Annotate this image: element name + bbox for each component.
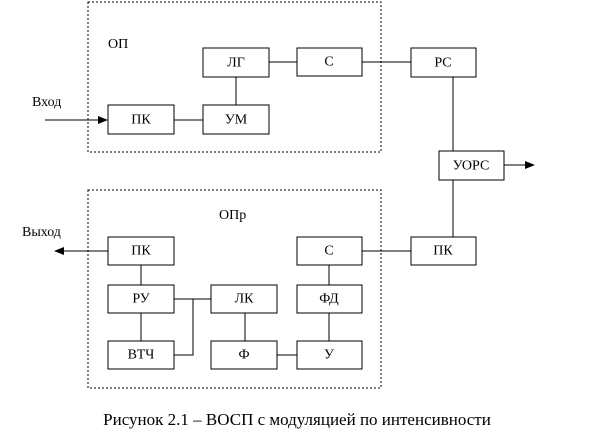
receiver-group-frame [87, 189, 382, 389]
block-tx-lg: ЛГ [202, 47, 270, 78]
connections [45, 61, 535, 356]
block-rx-s: С [296, 236, 363, 266]
svg-text:Ф: Ф [238, 348, 249, 363]
svg-text:ВТЧ: ВТЧ [128, 348, 155, 363]
svg-text:ПК: ПК [131, 244, 151, 259]
block-rx-fd: ФД [296, 284, 363, 314]
block-rs: РС [410, 47, 477, 78]
block-rx-f: Ф [210, 340, 278, 370]
svg-text:ПК: ПК [131, 113, 151, 128]
block-rx-lk: ЛК [210, 284, 278, 314]
svg-text:ЛГ: ЛГ [227, 56, 245, 71]
svg-text:УОРС: УОРС [453, 159, 490, 174]
transmitter-group-frame [87, 1, 382, 153]
receiver-group-label: ОПр [219, 208, 246, 223]
svg-text:С: С [324, 244, 333, 259]
block-rx-u: У [296, 340, 363, 370]
svg-text:У: У [324, 348, 334, 363]
svg-text:ЛК: ЛК [235, 292, 254, 307]
block-tx-s: С [296, 47, 363, 77]
block-rx-vtch: ВТЧ [107, 340, 175, 370]
figure-caption: Рисунок 2.1 – ВОСП с модуляцией по интен… [103, 410, 491, 429]
svg-text:УМ: УМ [225, 113, 248, 128]
block-rx-pk-out: ПК [107, 236, 175, 266]
input-label: Вход [32, 95, 61, 110]
svg-text:С: С [324, 55, 333, 70]
block-tx-um: УМ [202, 104, 270, 135]
block-rx-ru: РУ [107, 284, 175, 314]
transmitter-group-label: ОП [108, 37, 128, 52]
wire-lk-ru [174, 298, 211, 356]
svg-text:ФД: ФД [319, 292, 339, 307]
output-label: Выход [22, 225, 61, 240]
block-tx-pk: ПК [107, 104, 175, 135]
svg-text:РУ: РУ [132, 292, 149, 307]
block-rx-pk-in: ПК [410, 236, 477, 266]
block-uors: УОРС [438, 150, 505, 181]
svg-text:ПК: ПК [433, 244, 453, 259]
svg-text:РС: РС [434, 56, 451, 71]
